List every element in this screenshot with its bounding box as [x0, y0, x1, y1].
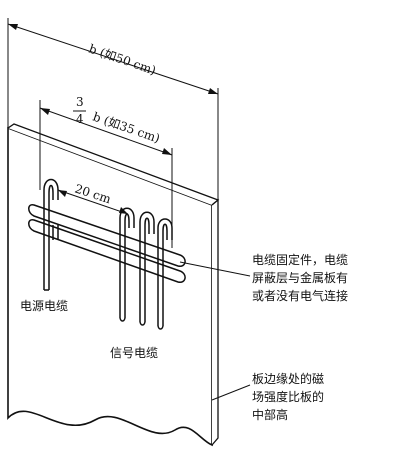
signal-cable-label: 信号电缆	[110, 346, 158, 360]
dimension-b-label: b (如50 cm)	[87, 41, 158, 78]
edge-field-note-line-3: 中部高	[252, 407, 288, 422]
fixture-note: 电缆固定件，电缆 屏蔽层与金属板有 或者没有电气连接	[252, 252, 348, 303]
edge-field-note-line-1: 板边缘处的磁	[252, 371, 324, 386]
edge-field-note-line-2: 场强度比板的	[252, 389, 324, 404]
power-cable	[43, 178, 59, 291]
leader-lines	[179, 261, 251, 401]
cable-fixture	[28, 204, 186, 283]
dimension-three-quarter-label: b (如35 cm)	[91, 109, 162, 146]
fraction-numerator: 3	[76, 95, 84, 109]
fixture-note-line-1: 电缆固定件，电缆	[252, 252, 348, 267]
fixture-note-line-3: 或者没有电气连接	[252, 288, 348, 303]
signal-cables	[119, 207, 173, 330]
power-cable-label: 电源电缆	[20, 299, 68, 313]
metal-plate	[7, 123, 220, 447]
fixture-note-line-2: 屏蔽层与金属板有	[252, 270, 348, 285]
fraction-denominator: 4	[76, 112, 84, 126]
edge-field-note: 板边缘处的磁 场强度比板的 中部高	[252, 371, 324, 422]
